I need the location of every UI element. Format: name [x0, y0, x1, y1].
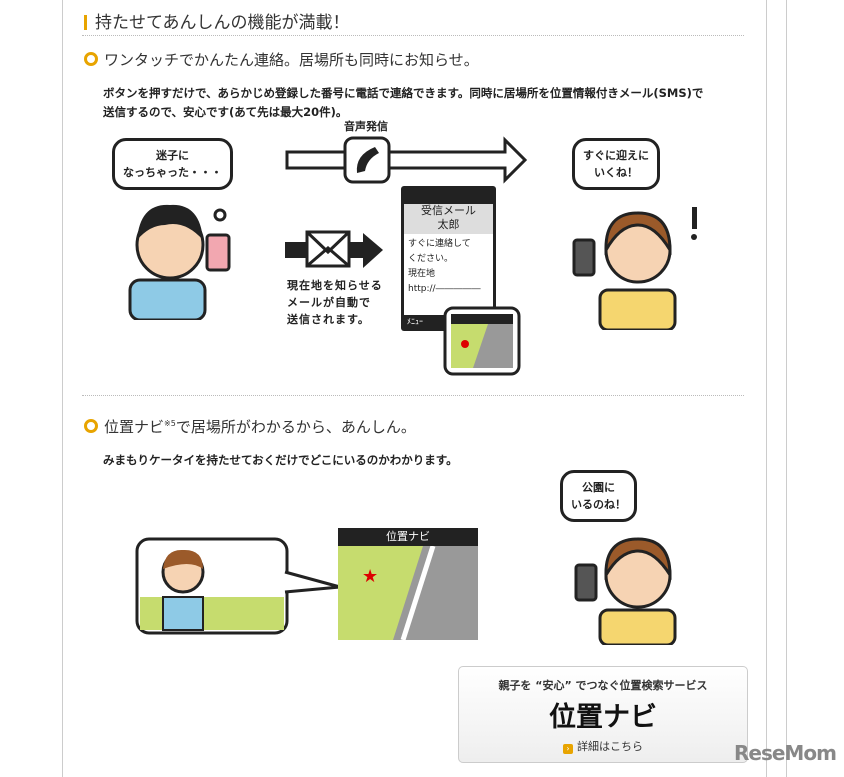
- phone-handset-icon: [356, 147, 379, 173]
- banner-subtitle: 親子を “安心” でつなぐ位置検索サービス: [498, 679, 708, 692]
- mother-speech-bubble-2: 公園にいるのね！: [560, 470, 637, 522]
- section2-title: 位置ナビ※5で居場所がわかるから、あんしん。: [84, 416, 416, 437]
- child-speech-bubble: 迷子になっちゃった・・・: [112, 138, 233, 190]
- banner-title: 位置ナビ: [549, 702, 657, 733]
- section2-title-text: 位置ナビ: [104, 418, 165, 436]
- mother-speech-bubble: すぐに迎えにいくね！: [572, 138, 660, 190]
- phone-screen: 受信メール太郎 すぐに連絡してください。現在地 http://――――― ﾒﾆｭｰ: [401, 186, 496, 331]
- section1-title: ワンタッチでかんたん連絡。居場所も同時にお知らせ。: [84, 49, 479, 70]
- phone-line: ください。: [408, 254, 454, 264]
- section1-body: ボタンを押すだけで、あらかじめ登録した番号に電話で連絡できます。同時に居場所を位…: [103, 84, 703, 122]
- map-view: ★: [338, 546, 478, 640]
- voice-call-label: 音声発信: [344, 120, 388, 133]
- left-border: [62, 0, 63, 777]
- section2-body: みまもりケータイを持たせておくだけでどこにいるのかわかります。: [103, 453, 458, 467]
- body-line: 送信するので、安心です(あて先は最大20件)。: [103, 105, 348, 119]
- mother-illustration-2: [574, 537, 677, 645]
- phone-line: 現在地: [408, 269, 436, 279]
- child-illustration: [128, 204, 231, 320]
- star-marker-icon: ★: [362, 566, 378, 587]
- heading-text: 持たせてあんしんの機能が満載！: [95, 13, 350, 33]
- map-thumbnail: [443, 306, 521, 376]
- mail-caption: 現在地を知らせるメールが自動で送信されます。: [287, 277, 383, 328]
- phone-header: 受信メール: [421, 204, 476, 217]
- bubble-text: いくね！: [594, 166, 638, 179]
- bubble-text: いるのね！: [571, 498, 626, 511]
- phone-menu: ﾒﾆｭｰ: [407, 317, 423, 326]
- divider: [82, 395, 744, 396]
- ring-icon: [84, 419, 98, 433]
- mail-arrow: [285, 230, 383, 268]
- details-link[interactable]: › 詳細はこちら: [459, 738, 747, 754]
- page-heading: 持たせてあんしんの機能が満載！: [84, 8, 350, 33]
- map-title: 位置ナビ: [386, 530, 430, 543]
- section2-title-rest: で居場所がわかるから、あんしん。: [175, 418, 416, 436]
- section1-title-text: ワンタッチでかんたん連絡。居場所も同時にお知らせ。: [104, 51, 479, 69]
- body-line: ボタンを押すだけで、あらかじめ登録した番号に電話で連絡できます。同時に居場所を位…: [103, 86, 704, 100]
- map-panel: 位置ナビ ★: [338, 528, 478, 640]
- heading-bar-icon: [84, 15, 87, 30]
- details-link-text: 詳細はこちら: [577, 740, 643, 753]
- arrow-right-icon: ›: [563, 744, 573, 754]
- bubble-text: すぐに迎えに: [583, 149, 649, 162]
- bubble-text: 公園に: [582, 481, 615, 494]
- caption-line: 現在地を知らせる: [287, 279, 383, 292]
- voice-call-arrow: [285, 136, 528, 184]
- right-border-outer: [786, 0, 787, 777]
- ring-icon: [84, 52, 98, 66]
- resemom-watermark: ReseMom: [734, 741, 837, 765]
- caption-line: 送信されます。: [287, 313, 370, 326]
- right-border: [766, 0, 767, 777]
- phone-sender: 太郎: [437, 218, 460, 231]
- ichi-navi-banner[interactable]: 親子を “安心” でつなぐ位置検索サービス 位置ナビ › 詳細はこちら: [458, 666, 748, 763]
- mother-illustration: [572, 207, 697, 330]
- divider: [82, 35, 744, 36]
- child-map-illustration: [135, 537, 341, 635]
- phone-line: http://―――――: [408, 284, 481, 294]
- bubble-text: なっちゃった・・・: [123, 166, 222, 179]
- footnote-mark: ※5: [164, 419, 176, 428]
- bubble-text: 迷子に: [156, 149, 189, 162]
- phone-line: すぐに連絡して: [408, 239, 471, 249]
- caption-line: メールが自動で: [287, 296, 371, 309]
